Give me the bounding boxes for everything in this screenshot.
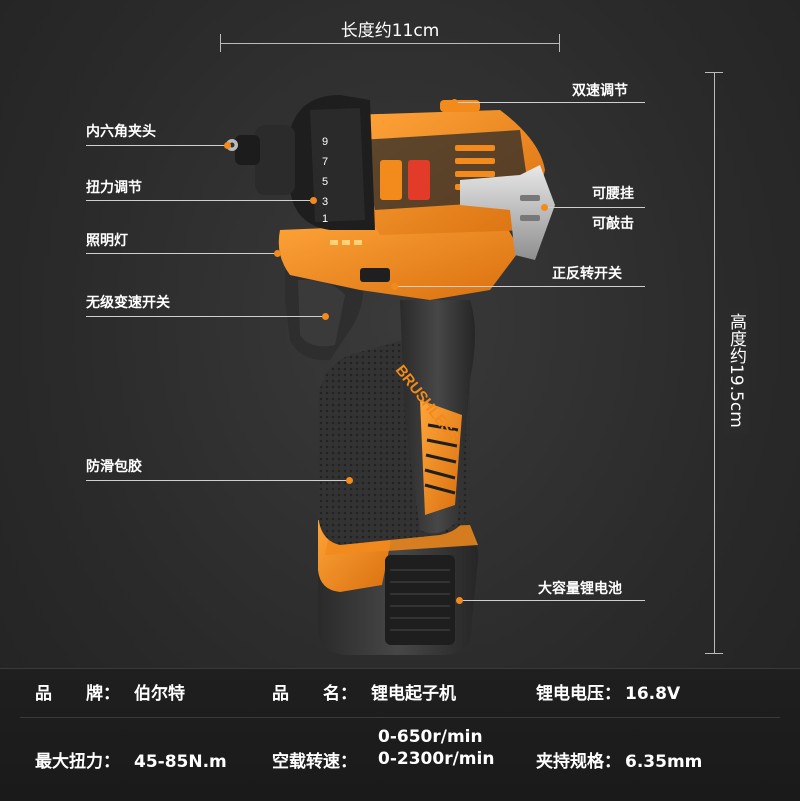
spec-chuck-value: 6.35mm bbox=[625, 752, 703, 772]
callout-dot-work-light bbox=[274, 250, 281, 257]
spec-voltage-key: 锂电电压： bbox=[536, 684, 621, 704]
spec-brand-value: 伯尔特 bbox=[134, 684, 185, 704]
spec-noload: 空载转速： bbox=[272, 747, 357, 772]
spec-brand-key: 品 牌： bbox=[35, 684, 120, 704]
torque-number-9: 9 bbox=[322, 136, 328, 148]
callout-dot-torque-adjust bbox=[310, 197, 317, 204]
callout-dual-speed: 双速调节 bbox=[572, 83, 628, 99]
callout-battery: 大容量锂电池 bbox=[538, 581, 622, 597]
spec-name-value: 锂电起子机 bbox=[371, 684, 456, 704]
grip-handle: BRUSHLESS bbox=[318, 300, 475, 545]
callout-belt-clip: 可腰挂 bbox=[592, 186, 634, 202]
spec-torque-value: 45-85N.m bbox=[134, 752, 227, 772]
callout-line-variable-speed-switch bbox=[86, 316, 324, 317]
spec-brand: 品 牌： 伯尔特 bbox=[35, 679, 185, 704]
height-label: 高度约19.5cm bbox=[724, 307, 749, 434]
callout-dot-variable-speed-switch bbox=[322, 313, 329, 320]
height-dimension: 高度约19.5cm bbox=[700, 72, 749, 654]
belt-clip bbox=[460, 165, 555, 260]
torque-number-7: 7 bbox=[322, 156, 328, 168]
spec-noload-key: 空载转速： bbox=[272, 752, 357, 772]
torque-collar: 9 7 5 3 1 bbox=[290, 95, 375, 230]
drill-illustration: BRUSHLESS bbox=[226, 95, 555, 655]
height-dimension-line bbox=[714, 72, 715, 654]
callout-dot-battery bbox=[456, 597, 463, 604]
callout-line-direction-switch bbox=[395, 286, 645, 287]
spec-torque: 最大扭力： 45-85N.m bbox=[35, 747, 227, 772]
callout-anti-slip-grip: 防滑包胶 bbox=[86, 459, 142, 475]
spec-voltage: 锂电电压：16.8V bbox=[536, 679, 680, 704]
callout-direction-switch: 正反转开关 bbox=[552, 266, 622, 282]
callout-line-work-light bbox=[86, 253, 276, 254]
length-tick-right bbox=[559, 34, 560, 52]
length-dimension-line bbox=[220, 43, 560, 44]
spec-panel: 品 牌： 伯尔特 品 名： 锂电起子机 锂电电压：16.8V 最大扭力： 45-85N… bbox=[0, 668, 800, 801]
torque-number-1: 1 bbox=[322, 213, 328, 225]
callout-line-torque-adjust bbox=[86, 200, 311, 201]
spec-chuck-key: 夹持规格： bbox=[536, 752, 621, 772]
height-tick-top bbox=[705, 72, 723, 73]
callout-line-anti-slip-grip bbox=[86, 480, 348, 481]
length-tick-left bbox=[220, 34, 221, 52]
length-label: 长度约11cm bbox=[340, 21, 440, 41]
callout-variable-speed-switch: 无级变速开关 bbox=[86, 295, 170, 311]
direction-switch-shape bbox=[360, 268, 390, 282]
torque-number-3: 3 bbox=[322, 196, 328, 208]
callout-dot-belt-clip bbox=[541, 204, 548, 211]
callout-hex-chuck: 内六角夹头 bbox=[86, 124, 156, 140]
callout-line-belt-clip bbox=[545, 207, 645, 208]
callout-torque-adjust: 扭力调节 bbox=[86, 180, 142, 196]
callout-line-battery bbox=[460, 600, 645, 601]
trigger-area bbox=[285, 265, 364, 361]
spec-torque-key: 最大扭力： bbox=[35, 752, 120, 772]
hex-chuck bbox=[226, 125, 295, 195]
callout-dot-anti-slip-grip bbox=[346, 477, 353, 484]
spec-voltage-value: 16.8V bbox=[625, 684, 681, 704]
spec-name-key: 品 名： bbox=[272, 684, 357, 704]
callout-dot-direction-switch bbox=[391, 283, 398, 290]
spec-divider bbox=[20, 717, 780, 718]
callout-line-hex-chuck bbox=[86, 145, 226, 146]
spec-chuck: 夹持规格：6.35mm bbox=[536, 747, 702, 772]
callout-dot-hex-chuck bbox=[224, 142, 231, 149]
spec-noload-value-1: 0-650r/min bbox=[378, 727, 483, 747]
callout-line-dual-speed bbox=[455, 102, 645, 103]
torque-number-5: 5 bbox=[322, 176, 328, 188]
callout-work-light: 照明灯 bbox=[86, 233, 128, 249]
callout-impact: 可敲击 bbox=[592, 216, 634, 232]
spec-name: 品 名： 锂电起子机 bbox=[272, 679, 456, 704]
spec-noload-value-2: 0-2300r/min bbox=[378, 749, 495, 769]
length-dimension: 长度约11cm bbox=[220, 21, 560, 58]
callout-dot-dual-speed bbox=[451, 99, 458, 106]
height-tick-bottom bbox=[705, 653, 723, 654]
